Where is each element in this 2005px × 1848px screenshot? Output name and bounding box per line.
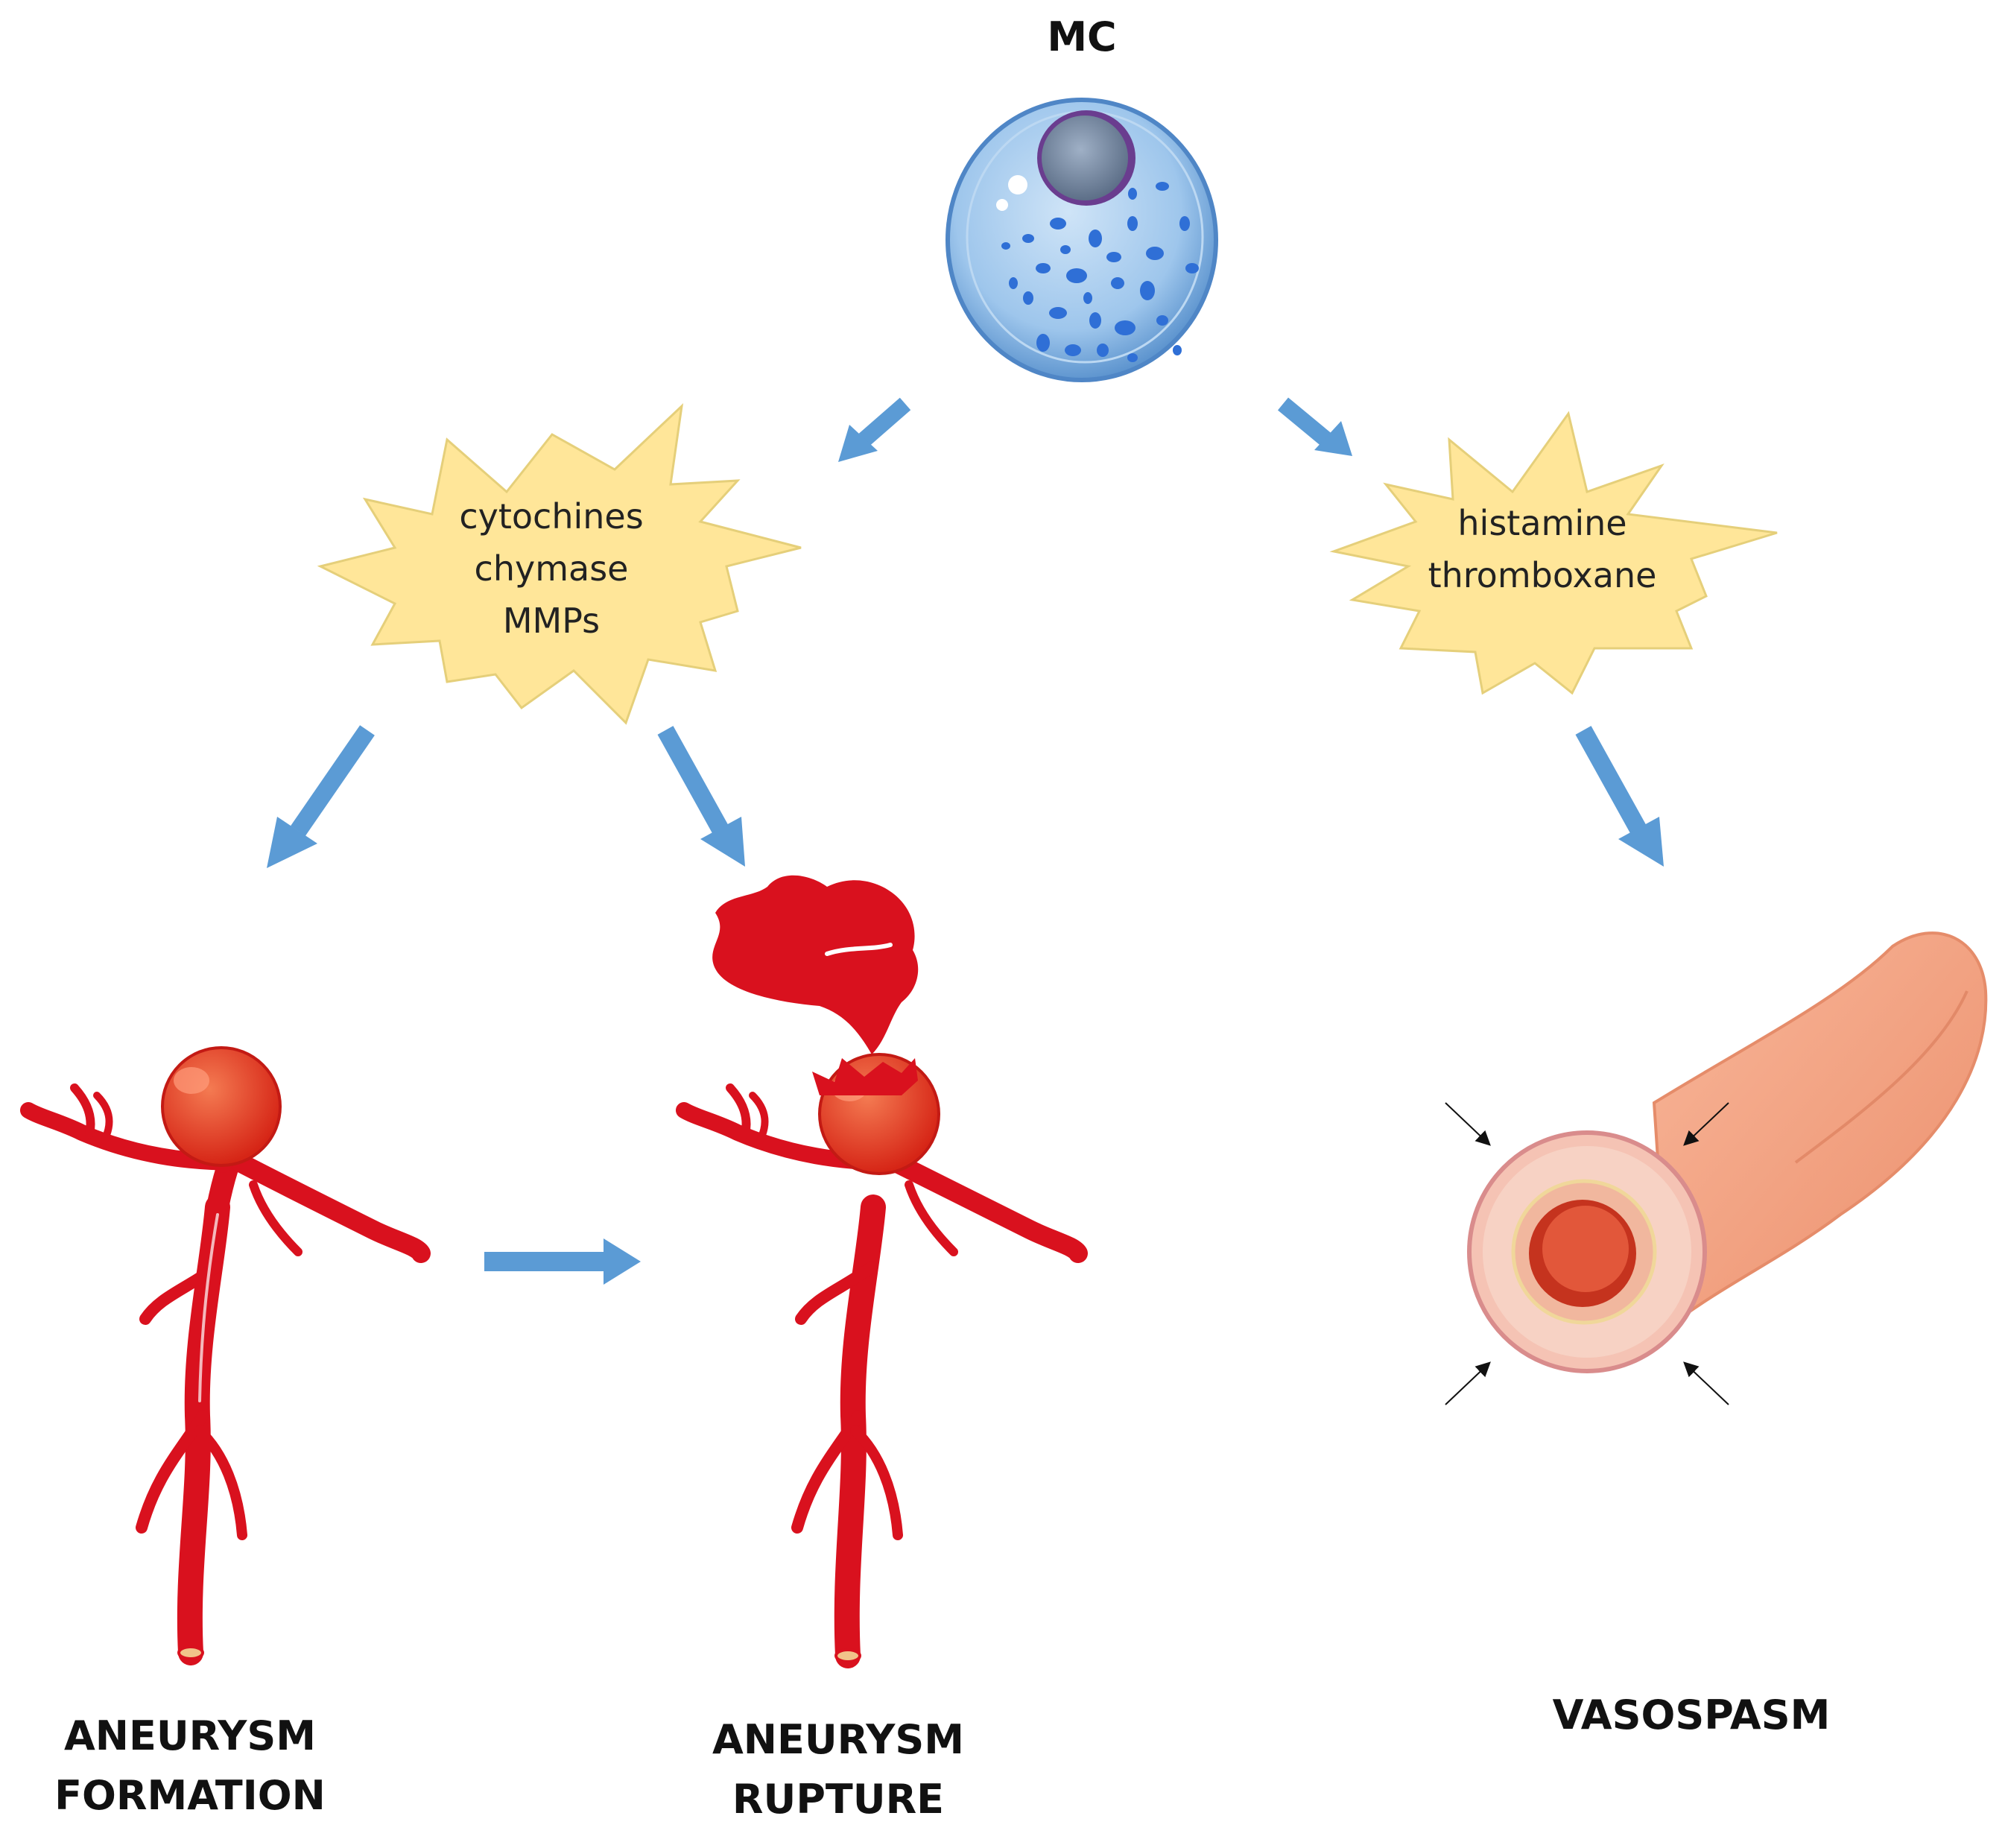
- cytokine-burst: [317, 402, 802, 725]
- rupture-label: ANEURYSM RUPTURE: [689, 1710, 987, 1829]
- constricted-artery-icon: [1445, 931, 1988, 1405]
- left-burst-text: cytochines chymase MMPs: [417, 490, 685, 647]
- left-burst-line-3: MMPs: [502, 601, 601, 641]
- arrow-to-right-burst: [1277, 397, 1352, 456]
- left-burst-line-2: chymase: [474, 548, 629, 589]
- rupture-label-line-2: RUPTURE: [732, 1776, 945, 1823]
- arrow-to-rupture: [657, 726, 745, 867]
- arrow-to-vasospasm: [1575, 726, 1664, 867]
- cell-label: MC: [1047, 13, 1117, 60]
- arrow-to-formation: [267, 725, 375, 868]
- left-burst-line-1: cytochines: [459, 496, 644, 537]
- histamine-burst: [1329, 411, 1778, 695]
- mast-cell-icon: [946, 98, 1218, 382]
- ruptured-aneurysm-icon: [676, 875, 1088, 1668]
- arrow-formation-to-rupture: [484, 1238, 641, 1285]
- formation-label-line-2: FORMATION: [54, 1772, 326, 1819]
- aneurysm-vessel-icon: [20, 1046, 431, 1665]
- right-burst-line-2: thromboxane: [1428, 555, 1657, 595]
- formation-label: ANEURYSM FORMATION: [30, 1706, 350, 1826]
- right-burst-line-1: histamine: [1457, 503, 1627, 543]
- arrow-to-left-burst: [838, 397, 911, 462]
- right-burst-text: histamine thromboxane: [1408, 497, 1676, 601]
- formation-label-line-1: ANEURYSM: [63, 1712, 317, 1759]
- rupture-label-line-1: ANEURYSM: [712, 1716, 965, 1763]
- vasospasm-label: VASOSPASM: [1552, 1692, 1831, 1738]
